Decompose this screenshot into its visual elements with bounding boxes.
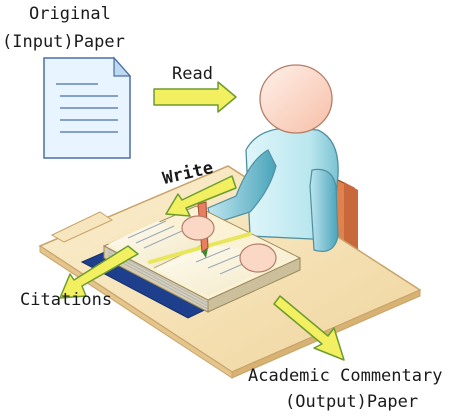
write-arrow-icon bbox=[165, 175, 237, 217]
original-paper-label: Original bbox=[29, 4, 111, 24]
academic-commentary-label: Academic Commentary bbox=[248, 366, 443, 386]
resting-hand-icon bbox=[239, 243, 277, 273]
commentary-book-icon bbox=[102, 205, 302, 313]
writing-hand-icon bbox=[181, 215, 215, 241]
read-label: Read bbox=[172, 64, 213, 84]
citations-arrow-icon bbox=[59, 245, 139, 299]
output-paper-label: (Output)Paper bbox=[285, 392, 419, 412]
person-icon bbox=[207, 64, 339, 252]
read-arrow-icon bbox=[153, 81, 237, 113]
original-document-icon bbox=[43, 56, 132, 159]
citations-label: Citations bbox=[20, 290, 113, 310]
commentary-arrow-icon bbox=[273, 295, 345, 361]
input-paper-label: (Input)Paper bbox=[2, 32, 125, 52]
